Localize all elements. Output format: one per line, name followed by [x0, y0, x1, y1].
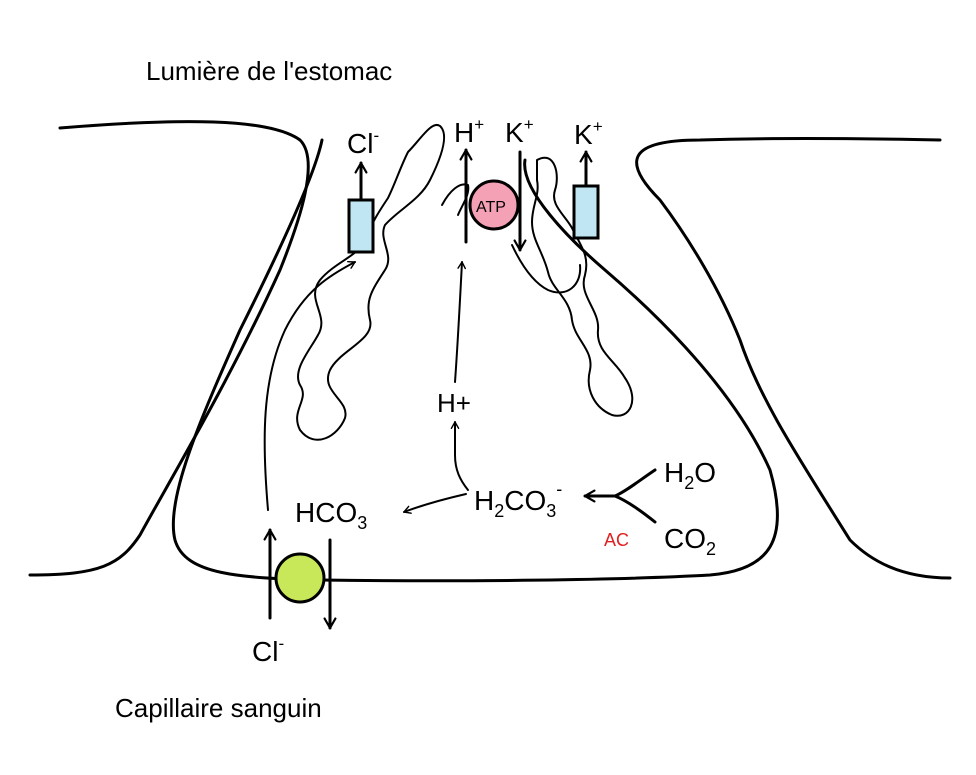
h2o-label: H2O — [664, 457, 716, 493]
carbonic-anhydrase-label: AC — [604, 530, 629, 550]
atp-label: ATP — [476, 199, 506, 216]
cl-transport-arrow — [263, 260, 356, 511]
atp-pump-icon — [468, 179, 520, 231]
hco3-label: HCO3 — [295, 497, 367, 533]
potassium-channel — [572, 184, 600, 240]
anion-exchanger-icon — [274, 552, 326, 604]
h-top-label: H+ — [454, 115, 484, 148]
lumen-label: Lumière de l'estomac — [146, 56, 392, 86]
left-neighbor-cell-membrane — [28, 120, 310, 577]
h2co3-label: H2CO3- — [474, 479, 562, 521]
canaliculus-loop — [511, 244, 582, 294]
canaliculus-membrane-inner — [441, 183, 470, 216]
h-plus-label: H+ — [437, 388, 471, 418]
k-top-right-label: K+ — [574, 117, 603, 150]
co2-label: CO2 — [664, 523, 716, 559]
reaction-arrow — [585, 468, 657, 524]
canaliculus-membrane-right — [531, 156, 634, 417]
h-up-arrow — [454, 261, 466, 383]
right-neighbor-cell-membrane — [635, 137, 952, 580]
parietal-cell-membrane — [171, 138, 779, 583]
canaliculus-membrane — [296, 123, 446, 441]
chloride-channel — [347, 198, 375, 254]
capillary-label: Capillaire sanguin — [115, 693, 322, 723]
cl-bottom-label: Cl- — [252, 634, 284, 667]
k-top-left-label: K+ — [505, 115, 534, 148]
h2co3-to-h-arrow — [450, 421, 469, 491]
h2co3-to-hco3-arrow — [403, 493, 467, 514]
cl-top-label: Cl- — [347, 126, 379, 159]
